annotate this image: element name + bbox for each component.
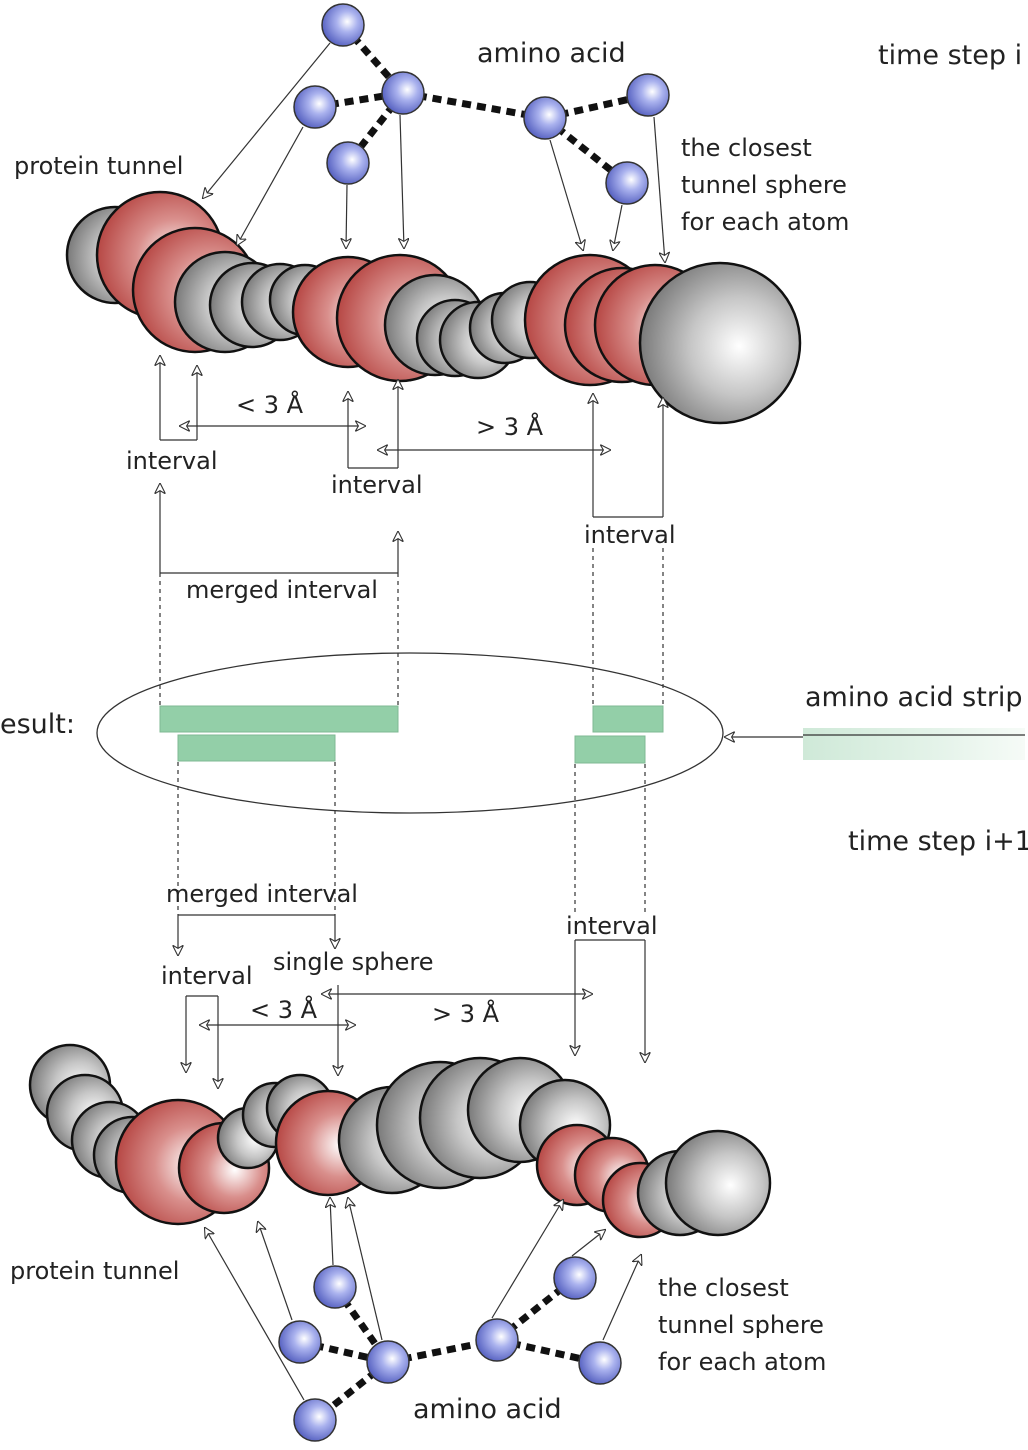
gt3-label-bottom: > 3 Å — [432, 999, 500, 1028]
closest-sphere-label-top-3: for each atom — [681, 208, 849, 236]
interval-bar — [592, 705, 664, 733]
interval-bar — [177, 734, 336, 762]
bottom-amino-acid — [278, 1256, 622, 1442]
time-step-i-label: time step i — [878, 40, 1022, 71]
interval-label-bottom-1: interval — [161, 962, 253, 990]
interval-label-top-2: interval — [331, 471, 423, 499]
atom — [293, 1398, 337, 1442]
interval-label-bottom-2: interval — [566, 912, 658, 940]
atom — [626, 73, 670, 117]
atom — [475, 1318, 519, 1362]
protein-tunnel-label-bottom: protein tunnel — [10, 1257, 179, 1285]
atom — [366, 1340, 410, 1384]
bottom-interval-brackets — [178, 914, 645, 1088]
interval-bar — [159, 705, 399, 733]
merged-interval-label-bottom: merged interval — [166, 880, 358, 908]
closest-sphere-label-bottom-1: the closest — [658, 1274, 789, 1302]
bottom-closest-arrows — [205, 1198, 641, 1401]
amino-acid-label-bottom: amino acid — [413, 1394, 562, 1425]
gt3-label-top: > 3 Å — [476, 412, 544, 441]
closest-sphere-label-top-2: tunnel sphere — [681, 171, 847, 199]
amino-acid-label-top: amino acid — [477, 38, 626, 69]
top-tunnel — [65, 190, 802, 425]
merged-interval-label-top: merged interval — [186, 576, 378, 604]
closest-sphere-label-top-1: the closest — [681, 134, 812, 162]
atom — [523, 96, 567, 140]
interval-label-top-1: interval — [126, 447, 218, 475]
result-label: esult: — [0, 709, 75, 740]
bottom-tunnel — [28, 1043, 772, 1239]
tunnel-sphere — [664, 1129, 772, 1237]
atom — [553, 1256, 597, 1300]
atom — [326, 141, 370, 185]
closest-sphere-label-bottom-3: for each atom — [658, 1348, 826, 1376]
atom — [293, 85, 337, 129]
top-closest-arrows — [203, 42, 665, 262]
atom — [381, 71, 425, 115]
single-sphere-label: single sphere — [273, 948, 434, 976]
top-amino-acid — [293, 3, 670, 205]
lt3-label-bottom: < 3 Å — [250, 995, 318, 1024]
atom — [578, 1341, 622, 1385]
amino-acid-strip — [803, 728, 1025, 760]
interval-bar — [574, 735, 646, 764]
top-interval-brackets — [160, 356, 663, 574]
atom — [321, 3, 365, 47]
atom — [278, 1320, 322, 1364]
result-section — [96, 652, 1025, 814]
atom — [313, 1265, 357, 1309]
atom — [605, 161, 649, 205]
interval-label-top-3: interval — [584, 521, 676, 549]
closest-sphere-label-bottom-2: tunnel sphere — [658, 1311, 824, 1339]
lt3-label-top: < 3 Å — [236, 390, 304, 419]
amino-acid-strip-label: amino acid strip — [805, 682, 1023, 713]
protein-tunnel-label-top: protein tunnel — [14, 152, 183, 180]
result-ellipse — [96, 652, 724, 814]
tunnel-sphere — [638, 261, 802, 425]
time-step-i1-label: time step i+1 — [848, 826, 1028, 857]
projection-lines — [159, 548, 664, 915]
